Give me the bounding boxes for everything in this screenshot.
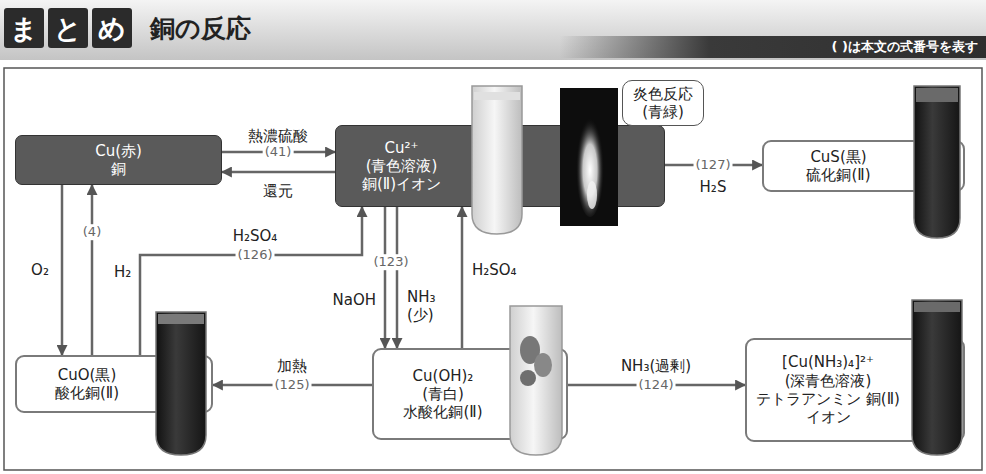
- equation-number: (41): [263, 144, 294, 160]
- node-text: CuS(黒): [772, 148, 905, 166]
- node-text: 水酸化銅(Ⅱ): [382, 403, 504, 421]
- panel-frame: [4, 68, 982, 470]
- node-text: Cu²⁺: [344, 139, 459, 157]
- node-text: 銅(Ⅱ)イオン: [344, 175, 459, 193]
- equation-number: (127): [694, 157, 733, 173]
- node-text: め: [92, 15, 132, 42]
- node-text: (青色溶液): [344, 157, 459, 175]
- reagent-label: NaOH: [331, 291, 379, 309]
- reaction-arrow: [384, 207, 387, 348]
- node-text: (青白): [382, 385, 504, 403]
- node-text: 炎色反応: [627, 85, 699, 103]
- reaction-arrow: [222, 171, 335, 174]
- page-title: 銅の反応: [150, 12, 251, 45]
- equation-number: (123): [372, 254, 411, 270]
- header-badge: と: [48, 8, 88, 48]
- reaction-arrow: [61, 185, 64, 355]
- reaction-arrow: [396, 207, 399, 348]
- test-tube-photo: [472, 86, 522, 234]
- node-text: 銅: [24, 160, 213, 178]
- reagent-label: NH₃ (少): [405, 288, 455, 324]
- test-tube-photo: [914, 86, 960, 238]
- test-tube-photo: [156, 312, 206, 455]
- header-note: ( )は本文の式番号を表す: [832, 39, 978, 55]
- node-text: Cu(赤): [24, 142, 213, 160]
- node-text: と: [48, 15, 88, 42]
- test-tube-photo: [510, 306, 562, 455]
- reaction-arrow: [461, 207, 464, 348]
- reagent-label: H₂: [112, 263, 133, 281]
- flame-callout: 炎色反応(青緑): [622, 80, 704, 126]
- node-text: 硫化銅(Ⅱ): [772, 166, 905, 184]
- reagent-label: 熱濃硫酸: [246, 127, 310, 145]
- node-text: テトラアンミン 銅(Ⅱ)イオン: [755, 390, 901, 427]
- reagent-label: O₂: [29, 261, 51, 279]
- node-text: (深青色溶液): [755, 372, 901, 390]
- header-badge: め: [92, 8, 132, 48]
- reagent-label: H₂SO₄: [470, 261, 519, 279]
- equation-number: (126): [236, 247, 275, 263]
- node-text: ま: [4, 15, 44, 42]
- test-tube-photo: [912, 300, 962, 455]
- node-text: Cu(OH)₂: [382, 367, 504, 385]
- reagent-label: H₂SO₄: [231, 227, 280, 245]
- equation-number: (124): [637, 377, 676, 393]
- equation-number: (125): [273, 377, 312, 393]
- reaction-arrow: [91, 185, 94, 355]
- header-badge: ま: [4, 8, 44, 48]
- reagent-label: 加熱: [275, 357, 309, 375]
- reagent-label: 還元: [261, 182, 295, 200]
- node-text: 酸化銅(Ⅱ): [25, 384, 149, 402]
- node-text: [Cu(NH₃)₄]²⁺: [755, 353, 901, 371]
- reagent-label: H₂S: [698, 178, 729, 196]
- reagent-label: NH₃(過剰): [619, 357, 693, 375]
- equation-number: (4): [81, 224, 103, 240]
- node-text: CuO(黒): [25, 366, 149, 384]
- node-text: (青緑): [627, 103, 699, 121]
- substance-box: Cu(赤)銅: [15, 135, 222, 185]
- flame-photo: [560, 88, 618, 226]
